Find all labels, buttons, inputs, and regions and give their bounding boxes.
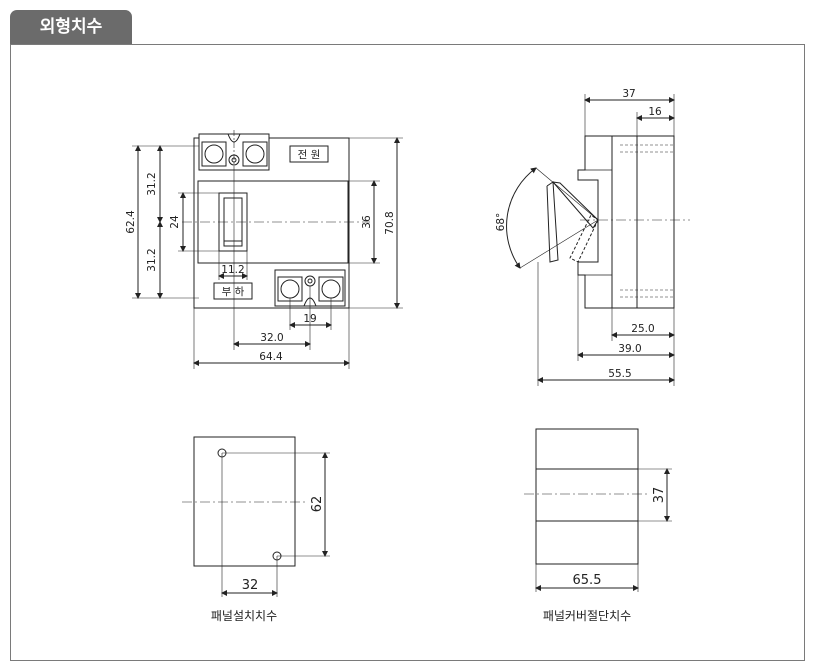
dim-31-2-lower: 31.2 [146, 248, 158, 271]
panel-cutout-outline [535, 428, 639, 565]
front-view [132, 130, 403, 369]
side-handle-upper [551, 181, 599, 229]
angle-line-upper [535, 167, 599, 221]
dim-31-2-upper: 31.2 [146, 172, 158, 195]
side-body [611, 135, 675, 309]
panel-cutout-labels: 37 65.5 패널커버절단치수 [543, 487, 667, 623]
top-screw-left [204, 144, 224, 164]
dim-36: 36 [361, 215, 373, 229]
side-handle-body [546, 181, 559, 263]
dim-70-8: 70.8 [384, 211, 396, 234]
angle-arc [506, 167, 537, 269]
panel-mount-outline [193, 436, 296, 567]
dim-angle-68: 68° [495, 213, 507, 232]
dim-16: 16 [648, 106, 662, 118]
dim-37: 37 [622, 88, 635, 100]
dim-19: 19 [303, 313, 316, 325]
dim-32-0: 32.0 [260, 332, 283, 344]
dim-25: 25.0 [631, 323, 654, 335]
dim-32: 32 [242, 578, 259, 593]
side-view [506, 94, 690, 386]
dim-64-4: 64.4 [259, 351, 283, 363]
power-label-box [289, 145, 329, 163]
top-screw-right [245, 144, 265, 164]
dim-65-5: 65.5 [573, 573, 602, 588]
panel-mount-labels: 62 32 패널설치치수 [211, 496, 325, 623]
panel-cutout-caption: 패널커버절단치수 [543, 609, 631, 623]
side-view-labels: 37 16 68° 25.0 39.0 55.5 [495, 88, 662, 380]
panel-mount-view [182, 436, 330, 597]
dim-55-5: 55.5 [608, 368, 631, 380]
front-body-outline [193, 137, 350, 309]
dim-cutout-37: 37 [652, 487, 667, 504]
cutout-window [535, 468, 639, 522]
panel-mount-caption: 패널설치치수 [211, 609, 277, 623]
drawing-frame [10, 44, 805, 661]
top-terminal-left [201, 141, 227, 167]
load-label-box [213, 282, 253, 300]
power-label: 전 원 [298, 149, 321, 161]
dim-62: 62 [310, 496, 325, 513]
dim-24: 24 [169, 215, 181, 229]
dim-39: 39.0 [618, 343, 641, 355]
top-terminal-right [242, 141, 268, 167]
bottom-center-screw-inner [307, 278, 313, 284]
angle-line-lower [519, 219, 599, 269]
panel-cutout-view [524, 428, 672, 592]
load-label: 부 하 [222, 285, 245, 298]
side-handle-lower [569, 214, 599, 263]
dim-62-4: 62.4 [125, 210, 137, 234]
dim-11-2: 11.2 [221, 264, 244, 276]
front-view-labels: 전 원 부 하 62.4 31.2 31.2 24 36 70.8 11.2 1… [125, 149, 396, 363]
section-title-tab: 외형치수 [10, 10, 132, 44]
